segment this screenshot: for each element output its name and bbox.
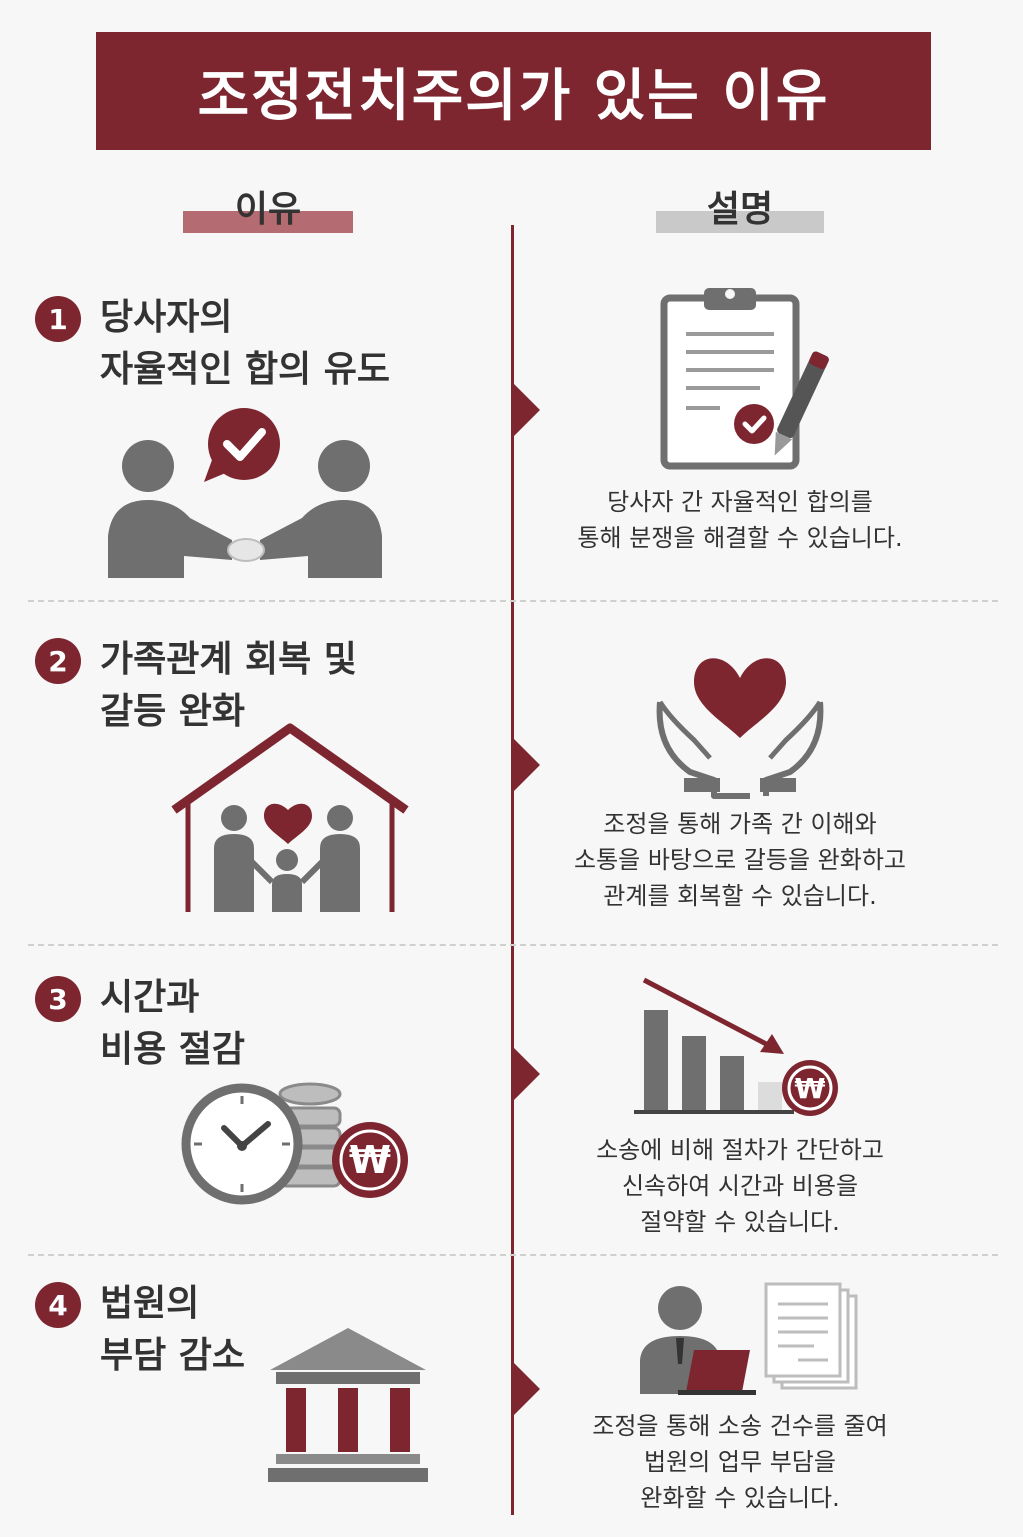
item-1-desc-line1: 당사자 간 자율적인 합의를 (607, 488, 873, 516)
item-4-desc-line3: 완화할 수 있습니다. (640, 1484, 840, 1512)
row-3-arrow (514, 1048, 540, 1100)
item-2-reason: 가족관계 회복 및 갈등 완화 (100, 634, 357, 738)
item-2-reason-line1: 가족관계 회복 및 (100, 639, 357, 680)
reason-header-highlight (183, 211, 353, 233)
item-2-desc-line1: 조정을 통해 가족 간 이해와 (603, 810, 877, 838)
row-2-arrow (514, 739, 540, 791)
item-number-3: 3 (35, 976, 81, 1022)
row-separator-1 (28, 600, 998, 602)
item-2-desc-line3: 관계를 회복할 수 있습니다. (603, 882, 877, 910)
decreasing-cost-chart-icon: ₩ (634, 977, 838, 1116)
row-4-arrow (514, 1363, 540, 1415)
item-3-reason-line2: 비용 절감 (100, 1029, 246, 1070)
item-4-desc-line1: 조정을 통해 소송 건수를 줄여 (592, 1412, 888, 1440)
page-title: 조정전치주의가 있는 이유 (96, 32, 931, 150)
item-4-reason-line2: 부담 감소 (100, 1335, 246, 1376)
row-separator-2 (28, 944, 998, 946)
family-house-icon (171, 723, 409, 912)
item-2-description: 조정을 통해 가족 간 이해와 소통을 바탕으로 갈등을 완화하고 관계를 회복… (520, 806, 960, 914)
item-number-2: 2 (35, 638, 81, 684)
reason-column-header: 이유 (234, 189, 302, 230)
item-3-desc-line3: 절약할 수 있습니다. (640, 1208, 840, 1236)
item-2-reason-line2: 갈등 완화 (100, 691, 246, 732)
item-1-desc-line2: 통해 분쟁을 해결할 수 있습니다. (577, 524, 903, 552)
item-1-reason: 당사자의 자율적인 합의 유도 (100, 292, 390, 396)
item-3-desc-line2: 신속하여 시간과 비용을 (621, 1172, 859, 1200)
person-laptop-documents-icon (640, 1282, 858, 1395)
clock-coins-icon: ₩ (181, 1082, 408, 1205)
hands-heart-icon (656, 658, 824, 799)
item-4-reason: 법원의 부담 감소 (100, 1278, 245, 1382)
description-column-header: 설명 (706, 189, 774, 230)
item-4-reason-line1: 법원의 (100, 1283, 200, 1324)
description-header-highlight (656, 211, 824, 233)
item-1-description: 당사자 간 자율적인 합의를 통해 분쟁을 해결할 수 있습니다. (520, 484, 960, 556)
center-divider (511, 225, 514, 1515)
item-3-desc-line1: 소송에 비해 절차가 간단하고 (596, 1136, 884, 1164)
item-1-reason-line2: 자율적인 합의 유도 (100, 349, 391, 390)
item-number-4: 4 (35, 1282, 81, 1328)
item-4-desc-line2: 법원의 업무 부담을 (644, 1448, 836, 1476)
item-2-desc-line2: 소통을 바탕으로 갈등을 완화하고 (573, 846, 906, 874)
won-symbol: ₩ (795, 1072, 826, 1105)
item-3-reason-line1: 시간과 (100, 977, 200, 1018)
item-3-reason: 시간과 비용 절감 (100, 972, 245, 1076)
courthouse-icon (268, 1328, 428, 1482)
item-4-description: 조정을 통해 소송 건수를 줄여 법원의 업무 부담을 완화할 수 있습니다. (520, 1408, 960, 1516)
row-1-arrow (514, 384, 540, 436)
item-3-description: 소송에 비해 절차가 간단하고 신속하여 시간과 비용을 절약할 수 있습니다. (520, 1132, 960, 1240)
clipboard-check-icon (660, 288, 829, 470)
handshake-icon (108, 408, 382, 578)
won-symbol: ₩ (349, 1138, 391, 1182)
item-1-reason-line1: 당사자의 (100, 297, 233, 338)
item-number-1: 1 (35, 296, 81, 342)
row-separator-3 (28, 1254, 998, 1256)
